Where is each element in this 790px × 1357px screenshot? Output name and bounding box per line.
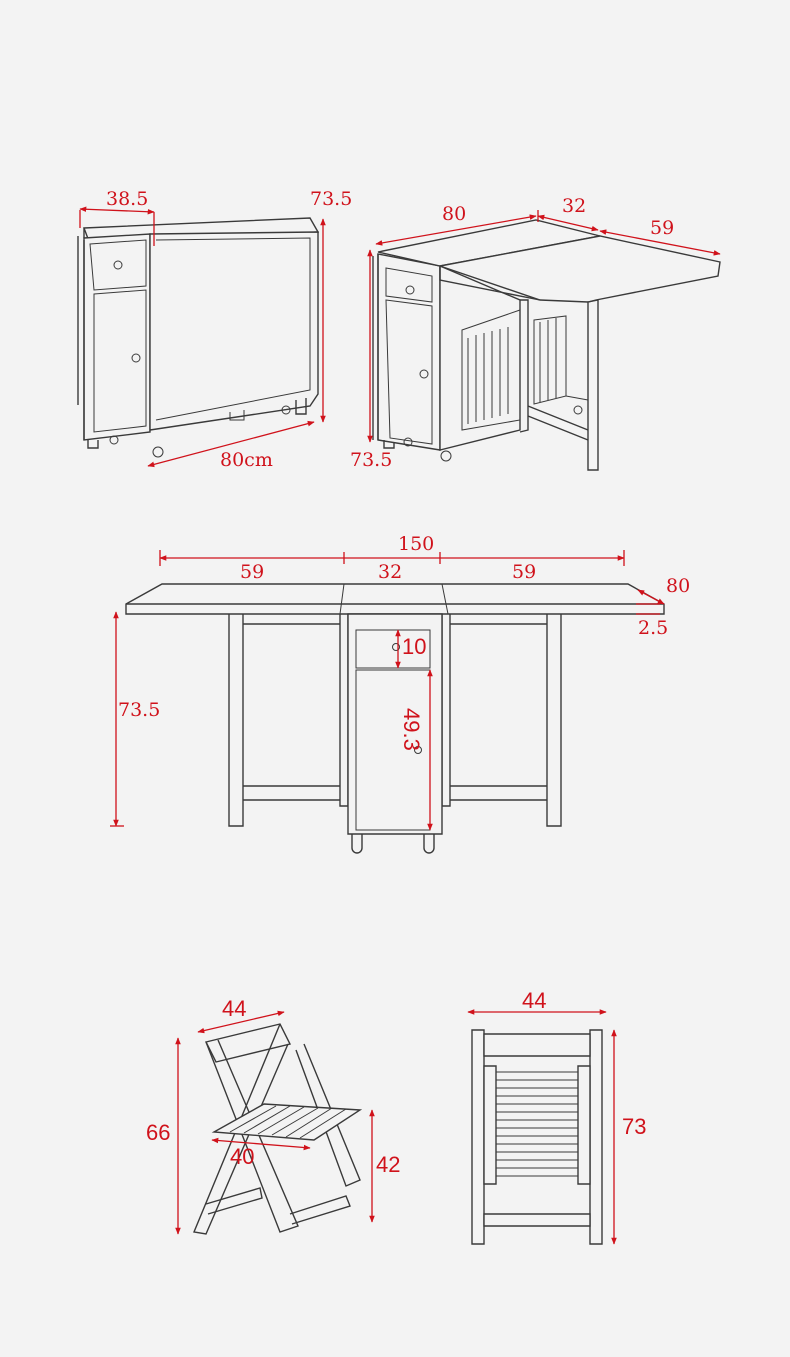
folded-cabinet-dimensions: 38.5 73.5 80cm — [79, 188, 352, 471]
open-leaf-left-label: 59 — [240, 561, 264, 583]
folded-height-label: 73.5 — [310, 188, 352, 210]
folded-width-label: 80cm — [220, 449, 273, 471]
folded-seat-slats — [495, 1071, 579, 1177]
open-thickness-label: 2.5 — [638, 617, 668, 639]
folded-cabinet-drawing — [77, 217, 320, 458]
open-total-label: 150 — [398, 533, 434, 555]
half-open-table-dimensions: 80 32 59 73.5 — [350, 195, 721, 471]
open-table-drawing — [125, 583, 665, 854]
folded-chair-height-label: 73 — [622, 1114, 646, 1139]
chair-side-dimensions: 44 66 40 42 — [146, 996, 400, 1235]
half-middle-label: 32 — [562, 195, 586, 217]
open-height-label: 73.5 — [118, 699, 160, 721]
open-middle-label: 32 — [378, 561, 402, 583]
half-length-label: 80 — [442, 203, 466, 225]
half-leaf-label: 59 — [650, 217, 674, 239]
open-leaf-right-label: 59 — [512, 561, 536, 583]
chair-width-label: 44 — [222, 996, 246, 1021]
chair-seat-height-label: 42 — [376, 1152, 400, 1177]
open-drawer-label: 10 — [402, 634, 426, 659]
folded-depth-label: 38.5 — [106, 188, 148, 210]
open-cabinet-label: 49.3 — [399, 708, 424, 751]
chair-seat-depth-label: 40 — [230, 1144, 254, 1169]
chair-folded-drawing — [471, 1029, 603, 1245]
chair-height-label: 66 — [146, 1120, 170, 1145]
chair-side-drawing — [193, 1023, 363, 1235]
open-depth-label: 80 — [666, 575, 690, 597]
folded-chair-width-label: 44 — [522, 988, 546, 1013]
open-table-dimensions: 150 59 32 59 80 2.5 73.5 10 49.3 — [110, 533, 690, 831]
chair-folded-dimensions: 44 73 — [467, 988, 646, 1245]
half-open-table-drawing — [372, 219, 721, 471]
half-height-label: 73.5 — [350, 449, 392, 471]
